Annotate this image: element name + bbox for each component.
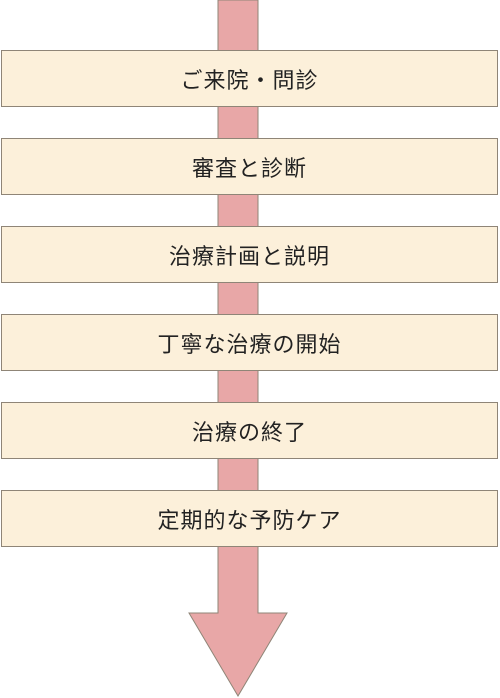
step-label: 治療計画と説明 — [168, 244, 330, 270]
step-label: 丁寧な治療の開始 — [157, 332, 342, 358]
step-label: ご来院・問診 — [180, 68, 319, 94]
step-box-treatment-plan: 治療計画と説明 — [1, 226, 498, 283]
step-box-examination-diagnosis: 審査と診断 — [1, 138, 498, 195]
step-label: 治療の終了 — [191, 420, 307, 446]
step-box-treatment-start: 丁寧な治療の開始 — [1, 314, 498, 371]
step-box-treatment-end: 治療の終了 — [1, 402, 498, 459]
step-box-preventive-care: 定期的な予防ケア — [1, 490, 498, 547]
step-label: 審査と診断 — [191, 156, 307, 182]
step-box-visit-consultation: ご来院・問診 — [1, 50, 498, 107]
step-label: 定期的な予防ケア — [157, 508, 342, 534]
